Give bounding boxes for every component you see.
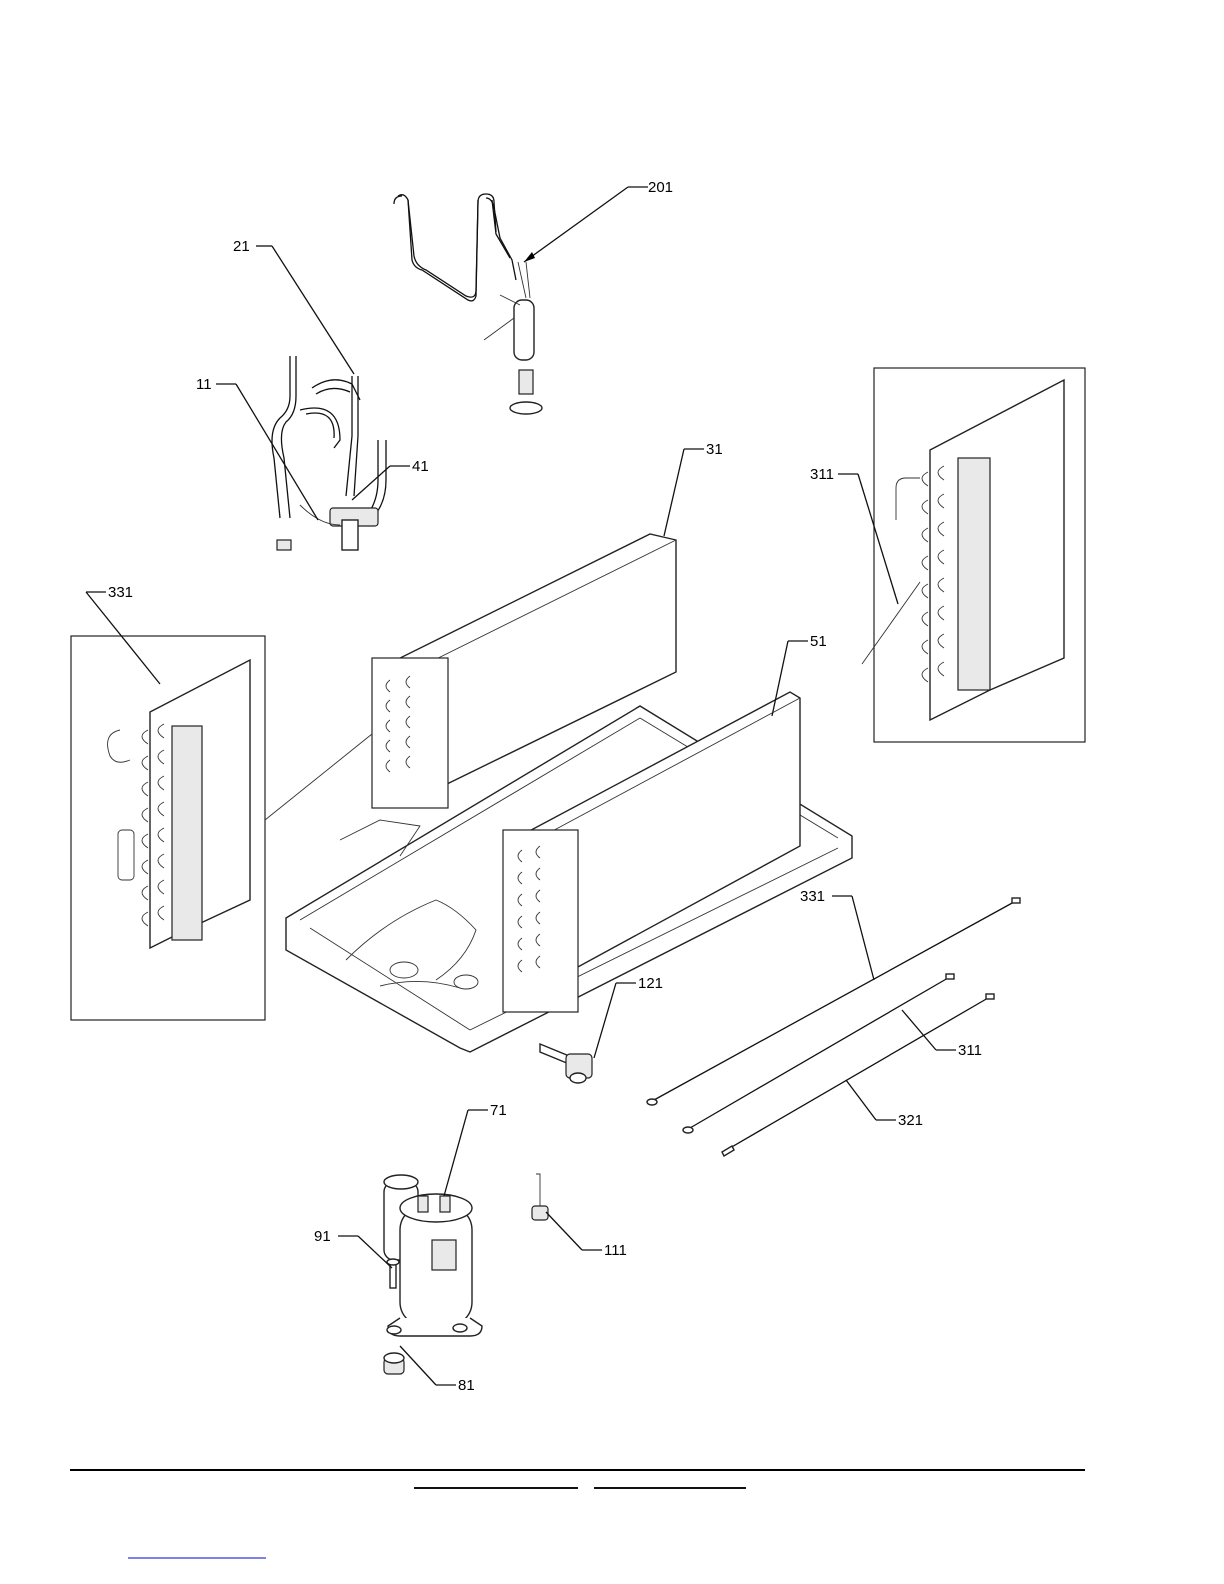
callout-11: 11 bbox=[196, 376, 318, 520]
callout-321: 321 bbox=[846, 1080, 923, 1129]
callout-label-311-detail: 311 bbox=[810, 466, 834, 483]
grommet-81 bbox=[384, 1353, 404, 1374]
callout-label-321: 321 bbox=[898, 1112, 923, 1129]
callout-label-51: 51 bbox=[810, 633, 827, 650]
callout-label-201: 201 bbox=[648, 179, 673, 196]
callout-201: 201 bbox=[524, 179, 673, 262]
detail-view-311 bbox=[862, 368, 1085, 742]
callout-label-11: 11 bbox=[196, 376, 212, 393]
callout-label-311-sensor: 311 bbox=[958, 1042, 982, 1059]
valve-capillary-assembly bbox=[272, 356, 386, 550]
callout-label-21: 21 bbox=[233, 238, 250, 255]
bolt-91 bbox=[387, 1259, 399, 1288]
callout-label-121: 121 bbox=[638, 975, 663, 992]
callout-label-81: 81 bbox=[458, 1377, 475, 1394]
callout-331-sensor: 331 bbox=[800, 888, 874, 980]
callout-21: 21 bbox=[233, 238, 354, 374]
callout-121: 121 bbox=[594, 975, 663, 1058]
callout-311-sensor: 311 bbox=[902, 1010, 982, 1059]
reversing-valve-assembly bbox=[394, 194, 542, 414]
callout-41: 41 bbox=[352, 458, 429, 500]
callout-label-71: 71 bbox=[490, 1102, 507, 1119]
callout-91: 91 bbox=[314, 1228, 392, 1268]
callout-label-91: 91 bbox=[314, 1228, 331, 1245]
base-pan-assembly bbox=[286, 692, 852, 1052]
thermistor-sensors bbox=[647, 898, 1020, 1156]
compressor-71 bbox=[384, 1175, 482, 1336]
switch-121 bbox=[540, 1044, 592, 1083]
callout-111: 111 bbox=[546, 1212, 627, 1259]
callout-81: 81 bbox=[400, 1346, 475, 1394]
overload-111 bbox=[532, 1174, 548, 1220]
callout-label-31: 31 bbox=[706, 441, 723, 458]
callout-label-41: 41 bbox=[412, 458, 429, 475]
callout-31: 31 bbox=[664, 441, 723, 536]
footer bbox=[70, 1470, 1085, 1558]
callout-71: 71 bbox=[444, 1102, 507, 1196]
callout-label-331-sensor: 331 bbox=[800, 888, 825, 905]
callout-label-331-detail: 331 bbox=[108, 584, 133, 601]
callout-label-111: 111 bbox=[604, 1242, 627, 1259]
